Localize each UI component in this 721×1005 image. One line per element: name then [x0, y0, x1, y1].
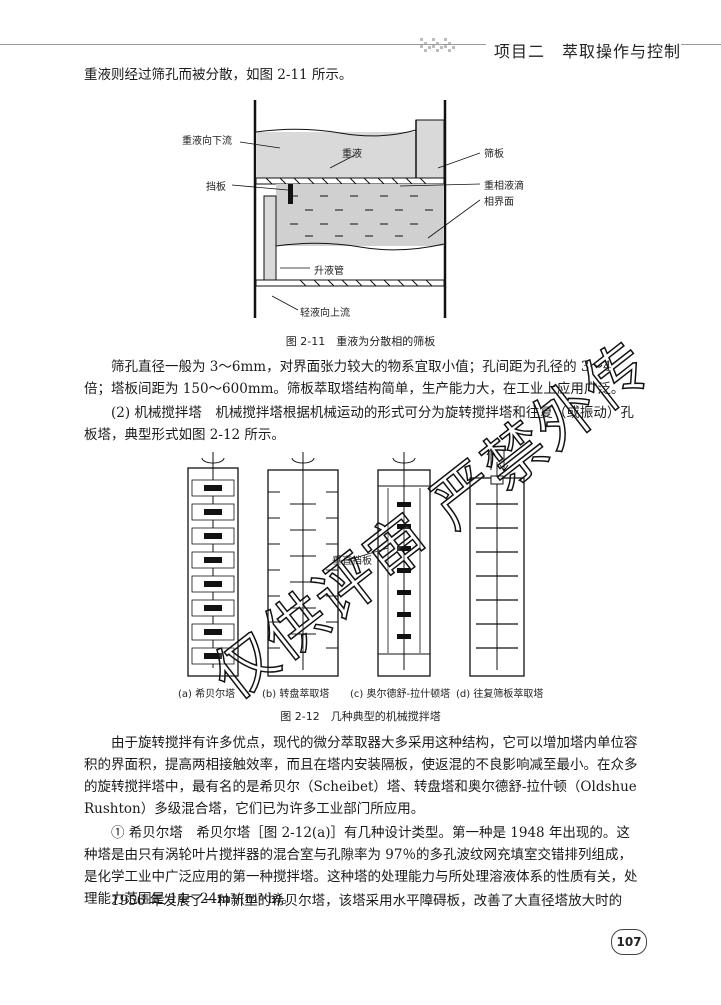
label-light-up: 轻液向上流: [300, 308, 350, 319]
page-number: 107: [611, 929, 647, 955]
chapter-title: 项目二 萃取操作与控制: [485, 38, 681, 62]
label-heavy: 重液: [342, 149, 362, 160]
sublabel-d: (d) 往复筛板萃取塔: [456, 689, 544, 700]
column-a: [187, 452, 239, 677]
label-heavy-droplet: 重相液滴: [484, 181, 524, 192]
sublabel-b: (b) 转盘萃取塔: [262, 689, 330, 700]
label-heavy-down: 重液向下流: [182, 136, 232, 147]
label-riser: 升液管: [314, 266, 344, 277]
label-sieve-plate: 筛板: [484, 149, 504, 160]
figure-2-12-caption: 图 2-12 几种典型的机械搅拌塔: [280, 710, 441, 723]
sublabel-c: (c) 奥尔德舒-拉什顿塔: [350, 689, 451, 700]
paragraph-4-text: ① 希贝尔塔 希贝尔塔［图 2-12(a)］有几种设计类型。第一种是 1948 …: [84, 825, 638, 907]
column-c: [347, 452, 431, 677]
label-baffle: 挡板: [206, 182, 226, 193]
column-d: [469, 448, 525, 677]
figure-2-11-diagram: [231, 100, 480, 318]
paragraph-2-text: (2) 机械搅拌塔 机械搅拌塔根据机械运动的形式可分为旋转搅拌塔和往复（或振动）…: [84, 405, 634, 443]
page-header: 项目二 萃取操作与控制: [0, 0, 721, 62]
sublabel-a: (a) 希贝尔塔: [178, 689, 236, 700]
paragraph-1: 筛孔直径一般为 3～6mm，对界面张力较大的物系宜取小值；孔间距为孔径的 3～4…: [84, 356, 640, 400]
paragraph-2: (2) 机械搅拌塔 机械搅拌塔根据机械运动的形式可分为旋转搅拌塔和往复（或振动）…: [84, 402, 640, 446]
label-interface: 相界面: [484, 197, 514, 208]
figure-2-12-diagram: [187, 448, 525, 677]
paragraph-3-text: 由于旋转搅拌有许多优点，现代的微分萃取器大多采用这种结构，它可以增加塔内单位容积…: [84, 735, 638, 817]
column-b: [267, 452, 339, 677]
figure-2-11-caption: 图 2-11 重液为分散相的筛板: [285, 335, 436, 348]
intro-line: 重液则经过筛孔而被分散，如图 2-11 所示。: [84, 67, 353, 83]
paragraph-4: ① 希贝尔塔 希贝尔塔［图 2-12(a)］有几种设计类型。第一种是 1948 …: [84, 822, 640, 910]
paragraph-5-text: 1956 年发展了一种新型的希贝尔塔，该塔采用水平障碍板，改善了大直径塔放大时的: [111, 893, 623, 909]
arrow-deco-icon: [420, 38, 455, 52]
label-vertical-baffle: 垂直挡板: [332, 556, 372, 567]
paragraph-1-text: 筛孔直径一般为 3～6mm，对界面张力较大的物系宜取小值；孔间距为孔径的 3～4…: [84, 359, 625, 397]
intro-text: 重液则经过筛孔而被分散，如图 2-11 所示。: [84, 64, 640, 86]
paragraph-3: 由于旋转搅拌有许多优点，现代的微分萃取器大多采用这种结构，它可以增加塔内单位容积…: [84, 732, 640, 820]
paragraph-5: 1956 年发展了一种新型的希贝尔塔，该塔采用水平障碍板，改善了大直径塔放大时的: [84, 890, 640, 912]
header-rule: [0, 44, 721, 45]
